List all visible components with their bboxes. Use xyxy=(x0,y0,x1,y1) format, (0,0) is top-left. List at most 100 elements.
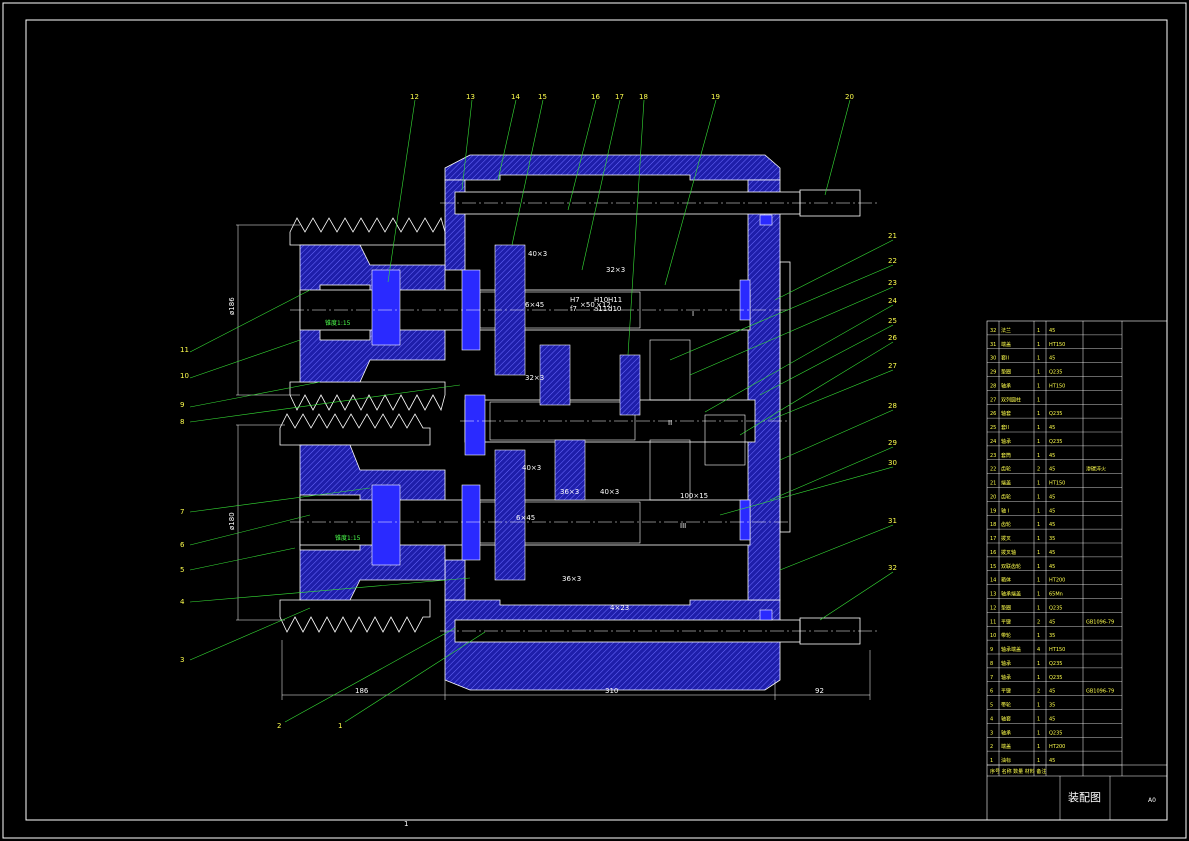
table-cell-qty: 1 xyxy=(1037,550,1040,556)
table-cell-qty: 1 xyxy=(1037,730,1040,736)
balloon-20: 20 xyxy=(845,93,854,101)
table-cell-name: 端盖 xyxy=(1001,480,1011,487)
scale-label: A0 xyxy=(1148,797,1156,804)
table-cell-mat: 45 xyxy=(1049,619,1055,625)
balloon-17: 17 xyxy=(615,93,624,101)
groove-100x15: 100×15 xyxy=(680,492,708,500)
table-cell-no: 9 xyxy=(990,647,993,653)
balloon-28: 28 xyxy=(888,402,897,410)
balloon-2: 2 xyxy=(277,722,281,730)
table-cell-no: 24 xyxy=(990,439,996,445)
dim-310: 310 xyxy=(605,687,618,695)
table-cell-mat: Q235 xyxy=(1049,730,1062,736)
table-cell-qty: 2 xyxy=(1037,689,1040,695)
balloon-5: 5 xyxy=(180,566,184,574)
balloon-21: 21 xyxy=(888,232,897,240)
table-cell-note: GB1096-79 xyxy=(1086,619,1114,625)
table-cell-mat: 45 xyxy=(1049,453,1055,459)
center-lines xyxy=(290,202,880,632)
table-cell-mat: HT150 xyxy=(1049,383,1065,389)
table-cell-no: 31 xyxy=(990,342,996,348)
table-cell-qty: 1 xyxy=(1037,522,1040,528)
table-cell-no: 23 xyxy=(990,453,996,459)
table-cell-no: 7 xyxy=(990,675,993,681)
table-cell-name: 轴承 xyxy=(1001,382,1011,389)
table-cell-qty: 1 xyxy=(1037,328,1040,334)
fit-f7: f7 xyxy=(570,305,577,313)
leader-lines xyxy=(189,99,894,723)
table-cell-qty: 2 xyxy=(1037,619,1040,625)
balloon-29: 29 xyxy=(888,439,897,447)
table-cell-name: 双列圆柱 xyxy=(1001,396,1021,403)
groove-32x3-a: 32×3 xyxy=(606,266,625,274)
table-cell-qty: 1 xyxy=(1037,633,1040,639)
table-cell-no: 10 xyxy=(990,633,996,639)
groove-32x3-b: 32×3 xyxy=(525,374,544,382)
table-cell-qty: 1 xyxy=(1037,370,1040,376)
balloon-24: 24 xyxy=(888,297,897,305)
table-cell-qty: 1 xyxy=(1037,481,1040,487)
table-cell-no: 11 xyxy=(990,619,996,625)
table-cell-name: 端盖 xyxy=(1001,341,1011,348)
dim-d2: ø180 xyxy=(228,512,236,530)
balloon-3: 3 xyxy=(180,656,184,664)
table-cell-mat: HT150 xyxy=(1049,647,1065,653)
table-cell-no: 29 xyxy=(990,370,996,376)
table-cell-name: 套II xyxy=(1001,424,1009,431)
table-cell-mat: 45 xyxy=(1049,689,1055,695)
table-cell-qty: 1 xyxy=(1037,494,1040,500)
table-cell-name: 轴承 xyxy=(1001,729,1011,736)
shaft-label-I: I xyxy=(692,310,694,318)
balloon-26: 26 xyxy=(888,334,897,342)
table-cell-no: 8 xyxy=(990,661,993,667)
shaft-label-III: III xyxy=(680,522,686,530)
table-cell-name: 轴承 xyxy=(1001,438,1011,445)
table-cell-mat: 45 xyxy=(1049,550,1055,556)
table-cell-no: 13 xyxy=(990,592,996,598)
part-balloons: 12 13 14 15 16 17 18 19 20 21 22 23 24 2… xyxy=(180,93,897,730)
table-cell-qty: 1 xyxy=(1037,716,1040,722)
table-cell-mat: HT150 xyxy=(1049,481,1065,487)
table-cell-mat: Q235 xyxy=(1049,675,1062,681)
table-cell-no: 19 xyxy=(990,508,996,514)
table-cell-no: 22 xyxy=(990,467,996,473)
table-cell-name: 垫圈 xyxy=(1001,604,1011,611)
table-cell-no: 18 xyxy=(990,522,996,528)
table-cell-qty: 1 xyxy=(1037,605,1040,611)
table-cell-no: 2 xyxy=(990,744,993,750)
balloon-19: 19 xyxy=(711,93,720,101)
table-cell-qty: 1 xyxy=(1037,744,1040,750)
table-cell-mat: HT150 xyxy=(1049,342,1065,348)
table-cell-name: 齿轮 xyxy=(1001,466,1011,473)
table-cell-mat: 45 xyxy=(1049,716,1055,722)
balloon-6: 6 xyxy=(180,541,185,549)
spline-upper: 6×45 xyxy=(525,301,544,309)
dim-186: 186 xyxy=(355,687,369,695)
table-cell-mat: 65Mn xyxy=(1049,592,1063,598)
table-cell-note: 渗碳淬火 xyxy=(1086,466,1106,473)
groove-36x3-b: 36×3 xyxy=(562,575,581,583)
table-cell-qty: 1 xyxy=(1037,703,1040,709)
table-cell-qty: 1 xyxy=(1037,411,1040,417)
table-cell-qty: 1 xyxy=(1037,453,1040,459)
table-cell-name: 拨叉轴 xyxy=(1001,549,1016,556)
table-cell-qty: 1 xyxy=(1037,356,1040,362)
groove-36x3: 36×3 xyxy=(560,488,579,496)
dimension-labels: ø186 ø180 186 310 92 锥度1:15 锥度1:15 6×45 … xyxy=(228,250,824,695)
table-cell-mat: Q235 xyxy=(1049,411,1062,417)
table-cell-qty: 2 xyxy=(1037,467,1040,473)
table-cell-name: 拨叉 xyxy=(1001,535,1011,542)
balloon-13: 13 xyxy=(466,93,475,101)
table-cell-mat: HT200 xyxy=(1049,578,1065,584)
balloon-18: 18 xyxy=(639,93,648,101)
balloon-27: 27 xyxy=(888,362,897,370)
table-cell-no: 6 xyxy=(990,689,993,695)
title-block-name: 装配图 xyxy=(1068,791,1101,804)
table-cell-name: 轴承端盖 xyxy=(1001,646,1021,653)
balloon-25: 25 xyxy=(888,317,897,325)
balloon-23: 23 xyxy=(888,279,897,287)
table-cell-no: 15 xyxy=(990,564,996,570)
table-cell-qty: 1 xyxy=(1037,342,1040,348)
groove-40x3-b: 40×3 xyxy=(522,464,541,472)
table-cell-name: 轴 I xyxy=(1001,507,1009,514)
